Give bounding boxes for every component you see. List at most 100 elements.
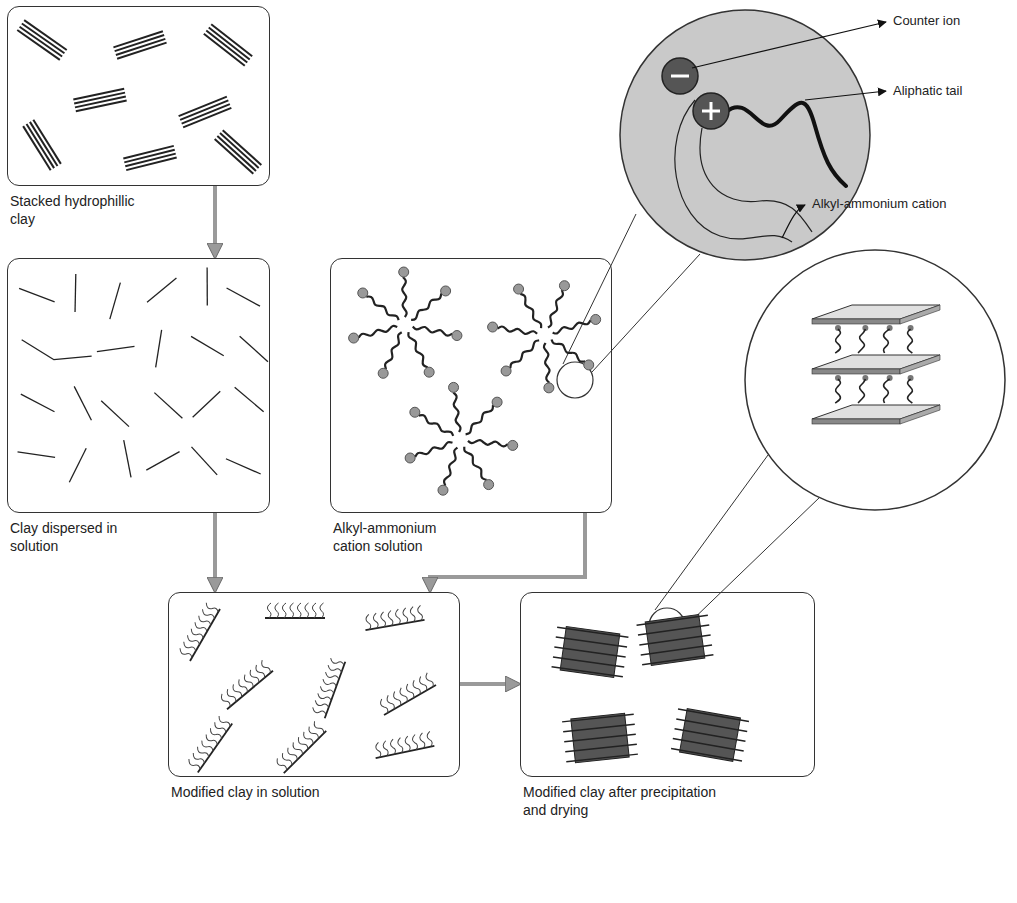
clay-stack [17,20,66,60]
surfactant-tail [390,739,397,754]
surfactant-head [358,288,368,298]
clay-plate-side [900,355,940,374]
illustration-group [17,20,940,773]
clay-platelet [226,459,261,474]
surfactant-tail [408,332,427,367]
magnifier-line [655,455,768,610]
clay-platelet [182,104,230,123]
surfactant-tail [424,673,435,688]
dispersed-platelet [156,330,162,368]
dispersed-platelet [110,283,121,320]
modified-platelet [265,603,325,618]
surfactant-tail [259,660,271,674]
clay-platelet [117,43,166,59]
organoclay-stack [671,707,750,763]
clay-platelet [126,158,176,171]
magnifier-line [592,254,700,372]
dispersed-platelet [235,387,264,412]
panel-box: Alkyl-ammonium cation solution [330,258,612,513]
clay-stack [204,24,252,65]
surfactant-tail [426,731,433,746]
surfactant-tail [544,343,550,383]
surfactant-tail [182,642,197,653]
surfactant-tail [359,326,398,338]
process-arrow [213,186,217,256]
surfactant-tail [520,294,541,328]
surfactant-tail [317,693,332,702]
surfactant-tail [395,609,401,624]
surfactant-tail [320,603,324,618]
clay-platelet [675,729,746,742]
clay-platelet [113,31,162,47]
surfactant-head [452,331,462,341]
dispersed-platelet [193,391,221,417]
clay-platelet [74,386,91,420]
panel-caption: Alkyl-ammonium cation solution [333,520,463,555]
surfactant-head [484,480,494,490]
surfactant-tail [552,340,586,362]
surfactant-tail [410,607,416,622]
minus-sign [671,75,689,78]
clay-platelet [156,330,162,368]
surfactant-tail [397,738,404,753]
surfactant-tail [197,616,212,627]
clay-platelet [235,387,264,412]
dispersed-platelet [69,448,86,482]
modified-platelet [177,602,220,661]
callout-label: Aliphatic tail [893,83,962,99]
clay-stack [215,130,262,174]
surfactant-tail [319,686,334,695]
clay-plate-edge [812,369,900,374]
clay-platelet [110,283,121,320]
clay-platelet [19,288,55,301]
surfactant-head [399,267,409,277]
panel-caption: Modified clay after precipitation and dr… [523,784,723,819]
dispersed-platelet [146,452,179,470]
surfactant-head [424,367,434,377]
surfactant-tail [201,609,216,620]
surfactant-head [349,333,359,343]
surfactant-tail [444,448,457,486]
panel-box: Modified clay after precipitation and dr… [520,592,815,777]
surfactant-head [410,407,420,417]
dispersed-platelet [191,447,217,475]
clay-platelet [554,647,625,657]
surfactant-tail [312,721,325,734]
panel-box: Stacked hydrophillic clay [7,6,270,186]
surfactant-tail [404,736,411,751]
surfactant-tail [178,648,193,659]
surfactant-tail [187,759,201,771]
clay-platelet [638,625,709,635]
surfactant-tail [548,290,563,328]
clay-platelet [217,136,256,171]
surfactant-tail [186,635,201,646]
clay-platelet [147,278,176,302]
clay-platelet [637,615,708,625]
surfactant-tail [419,733,426,748]
panel-caption: Clay dispersed in solution [10,520,160,555]
surfactant-tail [322,679,337,688]
clay-platelet [191,336,224,355]
clay-stack [113,31,166,58]
surfactant-head [441,286,451,296]
surfactant-tail [553,320,591,333]
clay-platelet [116,39,165,55]
surfactant-head [488,322,498,332]
dispersed-platelet [19,288,55,301]
surfactant-tail [385,332,402,369]
surfactant-tail [329,658,344,667]
clay-platelet [227,671,273,710]
clay-plate-edge [812,319,900,324]
surfactant-tail [466,405,493,434]
surfactant-tail [380,612,386,627]
surfactant-tail [387,610,393,625]
clay-platelet [265,617,325,619]
surfactant-tail [908,379,913,403]
surfactant-tail [297,603,301,618]
clay-platelet [206,267,207,305]
clay-platelet [671,748,742,761]
surfactant-tail [468,440,508,446]
clay-platelet [227,288,260,306]
